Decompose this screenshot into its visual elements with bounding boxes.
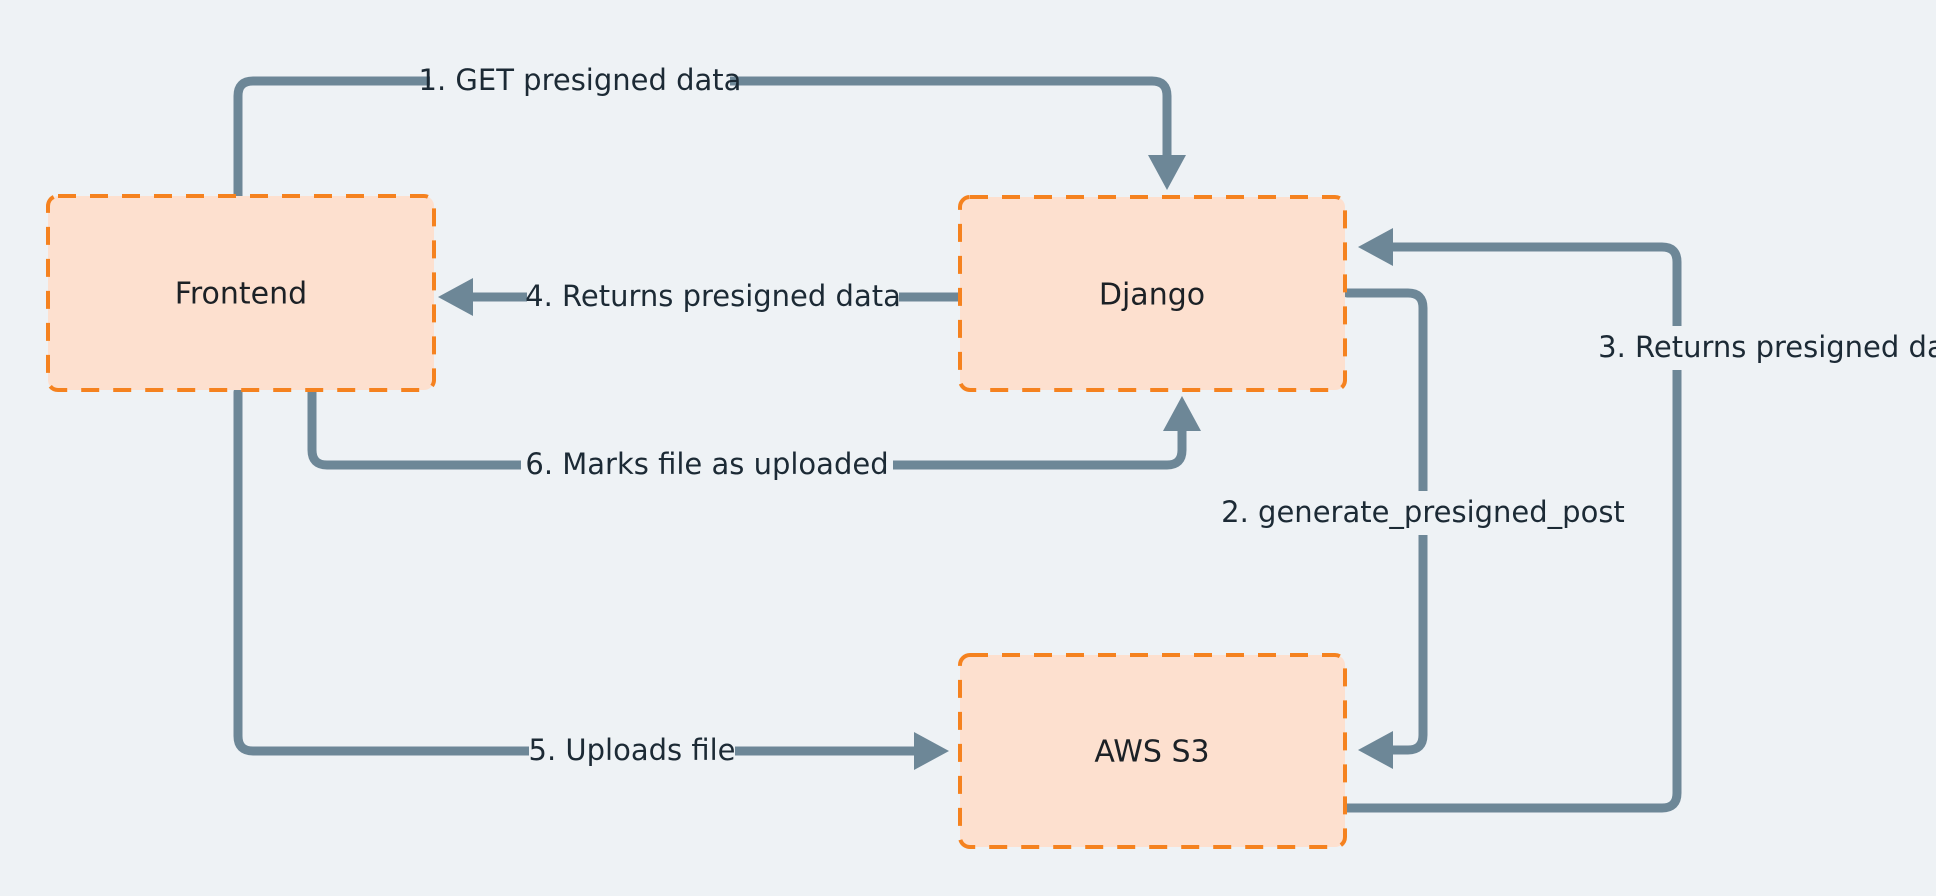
node-frontend-box[interactable] bbox=[46, 194, 436, 392]
node-aws-s3[interactable]: AWS S3 bbox=[958, 653, 1347, 849]
edge-5-arrowhead bbox=[914, 732, 949, 770]
edge-6-label-bg bbox=[521, 443, 893, 487]
edge-3-label-group: 3. Returns presigned data bbox=[1598, 326, 1936, 370]
edge-3-label: 3. Returns presigned data bbox=[1598, 330, 1936, 364]
edge-4-arrowhead bbox=[438, 278, 473, 316]
node-frontend[interactable]: Frontend bbox=[46, 194, 436, 392]
edge-1-label-bg bbox=[430, 59, 730, 103]
edge-6-label: 6. Marks file as uploaded bbox=[525, 447, 888, 481]
node-frontend-label: Frontend bbox=[175, 277, 307, 312]
edge-2-label-bg bbox=[1207, 491, 1639, 535]
edge-6-arrowhead bbox=[1163, 396, 1201, 431]
edge-3-returns-presigned-data bbox=[1342, 228, 1682, 813]
node-django-box[interactable] bbox=[958, 195, 1347, 392]
edge-3-label-bg bbox=[1600, 326, 1936, 370]
edge-5-uploads-file bbox=[233, 387, 949, 770]
edge-2-label-group: 2. generate_presigned_post bbox=[1207, 491, 1639, 535]
edge-1-label: 1. GET presigned data bbox=[419, 63, 742, 97]
node-aws-s3-box[interactable] bbox=[958, 653, 1347, 849]
node-django-label: Django bbox=[1099, 278, 1205, 313]
edge-5-label-group: 5. Uploads file bbox=[529, 729, 736, 773]
edge-5-line bbox=[233, 387, 922, 756]
edge-4-label-bg bbox=[527, 275, 899, 319]
edge-3-line bbox=[1342, 242, 1682, 813]
edge-6-label-group: 6. Marks file as uploaded bbox=[521, 443, 893, 487]
edge-2-label: 2. generate_presigned_post bbox=[1221, 495, 1625, 529]
node-aws-s3-label: AWS S3 bbox=[1094, 735, 1209, 770]
edge-5-label-bg bbox=[529, 729, 735, 773]
edge-5-label: 5. Uploads file bbox=[529, 733, 736, 767]
edge-1-arrowhead bbox=[1148, 155, 1186, 190]
edge-4-label-group: 4. Returns presigned data bbox=[525, 275, 901, 319]
edge-3-arrowhead bbox=[1358, 228, 1393, 266]
node-django[interactable]: Django bbox=[958, 195, 1347, 392]
edge-2-arrowhead bbox=[1358, 731, 1393, 769]
edge-1-label-group: 1. GET presigned data bbox=[419, 59, 742, 103]
edge-4-label: 4. Returns presigned data bbox=[525, 279, 901, 313]
